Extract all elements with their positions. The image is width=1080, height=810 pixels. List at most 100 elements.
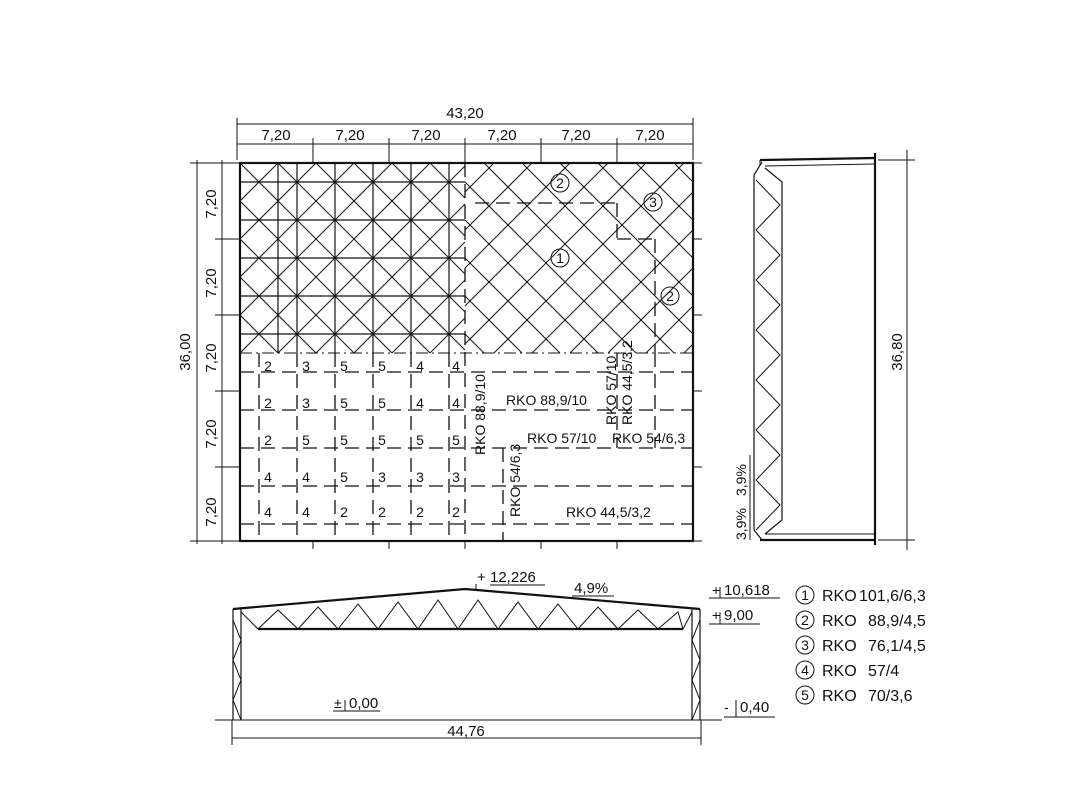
section-view: 44,76 + 12,226 4,9% + 10,618 + 9,00 ± 0,… bbox=[215, 569, 780, 745]
member-r5-c2: 4 bbox=[302, 504, 310, 520]
member-numbers: 2 3 5 5 4 4 2 3 5 5 4 4 2 5 5 5 5 5 4 4 … bbox=[264, 358, 460, 520]
member-r3-c1: 2 bbox=[264, 432, 272, 448]
legend-name-3: RKO bbox=[822, 638, 857, 655]
side-height: 36,80 bbox=[889, 333, 906, 371]
member-r3-c5: 5 bbox=[416, 432, 424, 448]
member-r4-c6: 3 bbox=[452, 469, 460, 485]
top-bay-3: 7,20 bbox=[411, 127, 440, 144]
callout-circle-2a bbox=[550, 173, 570, 193]
eaves-lower-sign: + bbox=[712, 607, 720, 623]
member-r3-c3: 5 bbox=[340, 432, 348, 448]
member-r1-c3: 5 bbox=[340, 358, 348, 374]
legend-name-1: RKO bbox=[822, 588, 857, 605]
callout-2a: 2 bbox=[556, 175, 564, 191]
member-r2-c2: 3 bbox=[302, 395, 310, 411]
label-rko-44-5-3-2: RKO 44,5/3,2 bbox=[566, 504, 651, 520]
legend-item-4: 4 RKO 57/4 bbox=[795, 660, 899, 680]
label-rko-88-9-10-vertical: RKO 88,9/10 bbox=[472, 374, 488, 455]
top-bay-6: 7,20 bbox=[635, 127, 664, 144]
eaves-lower-level: 9,00 bbox=[724, 607, 753, 624]
legend-item-1: 1 RKO 101,6/6,3 bbox=[795, 585, 926, 605]
plan-view: 43,20 7,20 7,20 7,20 7,20 7,20 7,20 36,0… bbox=[177, 105, 702, 549]
top-bay-4: 7,20 bbox=[487, 127, 516, 144]
legend-num-2: 2 bbox=[801, 612, 809, 628]
legend-num-5: 5 bbox=[801, 687, 809, 703]
member-r1-c6: 4 bbox=[452, 358, 460, 374]
callout-circle-2b bbox=[660, 286, 680, 306]
column-marks bbox=[232, 155, 702, 549]
plan-total-depth: 36,00 bbox=[177, 333, 194, 371]
member-r4-c1: 4 bbox=[264, 469, 272, 485]
member-r5-c1: 4 bbox=[264, 504, 272, 520]
callout-2b: 2 bbox=[666, 288, 674, 304]
floor-level: 0,00 bbox=[349, 695, 378, 712]
member-r2-c5: 4 bbox=[416, 395, 424, 411]
legend-name-2: RKO bbox=[822, 613, 857, 630]
member-r3-c2: 5 bbox=[302, 432, 310, 448]
member-r3-c4: 5 bbox=[378, 432, 386, 448]
label-rko-54-6-3-vertical: RKO 54/6,3 bbox=[507, 444, 523, 517]
legend-num-3: 3 bbox=[801, 637, 809, 653]
legend-name-4: RKO bbox=[822, 663, 857, 680]
section-span: 44,76 bbox=[447, 723, 485, 740]
label-rko-57-10-vertical: RKO 57/10 bbox=[603, 356, 619, 425]
foundation-level: 0,40 bbox=[740, 699, 769, 716]
eaves-upper-level: 10,618 bbox=[724, 582, 770, 599]
left-bay-4: 7,20 bbox=[203, 419, 220, 448]
top-dimensions: 43,20 7,20 7,20 7,20 7,20 7,20 7,20 bbox=[236, 105, 694, 160]
side-slope-lower: 3,9% bbox=[733, 508, 749, 540]
ridge-sign: + bbox=[477, 569, 486, 586]
top-bay-5: 7,20 bbox=[561, 127, 590, 144]
eaves-upper-sign: + bbox=[712, 582, 720, 598]
member-r5-c6: 2 bbox=[452, 504, 460, 520]
left-dimensions: 36,00 7,20 7,20 7,20 7,20 7,20 bbox=[177, 160, 240, 544]
member-r4-c2: 4 bbox=[302, 469, 310, 485]
member-r5-c4: 2 bbox=[378, 504, 386, 520]
top-left-lattice bbox=[239, 162, 466, 354]
left-bay-3: 7,20 bbox=[203, 343, 220, 372]
member-r4-c4: 3 bbox=[378, 469, 386, 485]
callout-circle-3 bbox=[643, 192, 663, 212]
top-bay-1: 7,20 bbox=[261, 127, 290, 144]
plan-callouts: 2 3 1 2 bbox=[550, 173, 680, 306]
legend-name-5: RKO bbox=[822, 688, 857, 705]
label-rko-88-9-10: RKO 88,9/10 bbox=[506, 392, 587, 408]
ridge-level: 12,226 bbox=[490, 569, 536, 586]
callout-3: 3 bbox=[649, 194, 657, 210]
callout-1: 1 bbox=[556, 250, 564, 266]
legend-num-4: 4 bbox=[801, 662, 809, 678]
member-r1-c5: 4 bbox=[416, 358, 424, 374]
member-r1-c1: 2 bbox=[264, 358, 272, 374]
member-r1-c2: 3 bbox=[302, 358, 310, 374]
callout-circle-1 bbox=[550, 248, 570, 268]
roof-slope: 4,9% bbox=[574, 580, 608, 597]
legend-item-2: 2 RKO 88,9/4,5 bbox=[795, 610, 926, 630]
side-view: 36,80 3,9% 3,9% bbox=[733, 150, 915, 550]
legend-num-1: 1 bbox=[801, 587, 809, 603]
member-r5-c5: 2 bbox=[416, 504, 424, 520]
plan-total-width: 43,20 bbox=[446, 105, 484, 122]
top-right-lattice bbox=[464, 162, 694, 541]
foundation-sign: - bbox=[724, 699, 729, 715]
legend-size-5: 70/3,6 bbox=[868, 688, 913, 705]
member-r4-c5: 3 bbox=[416, 469, 424, 485]
member-r2-c3: 5 bbox=[340, 395, 348, 411]
profile-labels: RKO 88,9/10 RKO 88,9/10 RKO 57/10 RKO 44… bbox=[472, 340, 685, 520]
member-r5-c3: 2 bbox=[340, 504, 348, 520]
label-rko-57-10: RKO 57/10 bbox=[527, 430, 596, 446]
legend-size-1: 101,6/6,3 bbox=[859, 588, 926, 605]
label-rko-54-6-3: RKO 54/6,3 bbox=[612, 430, 685, 446]
legend: 1 RKO 101,6/6,3 2 RKO 88,9/4,5 3 RKO 76,… bbox=[795, 585, 926, 705]
member-r2-c6: 4 bbox=[452, 395, 460, 411]
floor-sign: ± bbox=[334, 695, 342, 711]
top-bay-2: 7,20 bbox=[335, 127, 364, 144]
side-slope-upper: 3,9% bbox=[733, 464, 749, 496]
member-r4-c3: 5 bbox=[340, 469, 348, 485]
left-bay-5: 7,20 bbox=[203, 497, 220, 526]
legend-item-5: 5 RKO 70/3,6 bbox=[795, 685, 913, 705]
legend-size-4: 57/4 bbox=[868, 663, 899, 680]
member-r3-c6: 5 bbox=[452, 432, 460, 448]
legend-size-3: 76,1/4,5 bbox=[868, 638, 926, 655]
legend-item-3: 3 RKO 76,1/4,5 bbox=[795, 635, 926, 655]
